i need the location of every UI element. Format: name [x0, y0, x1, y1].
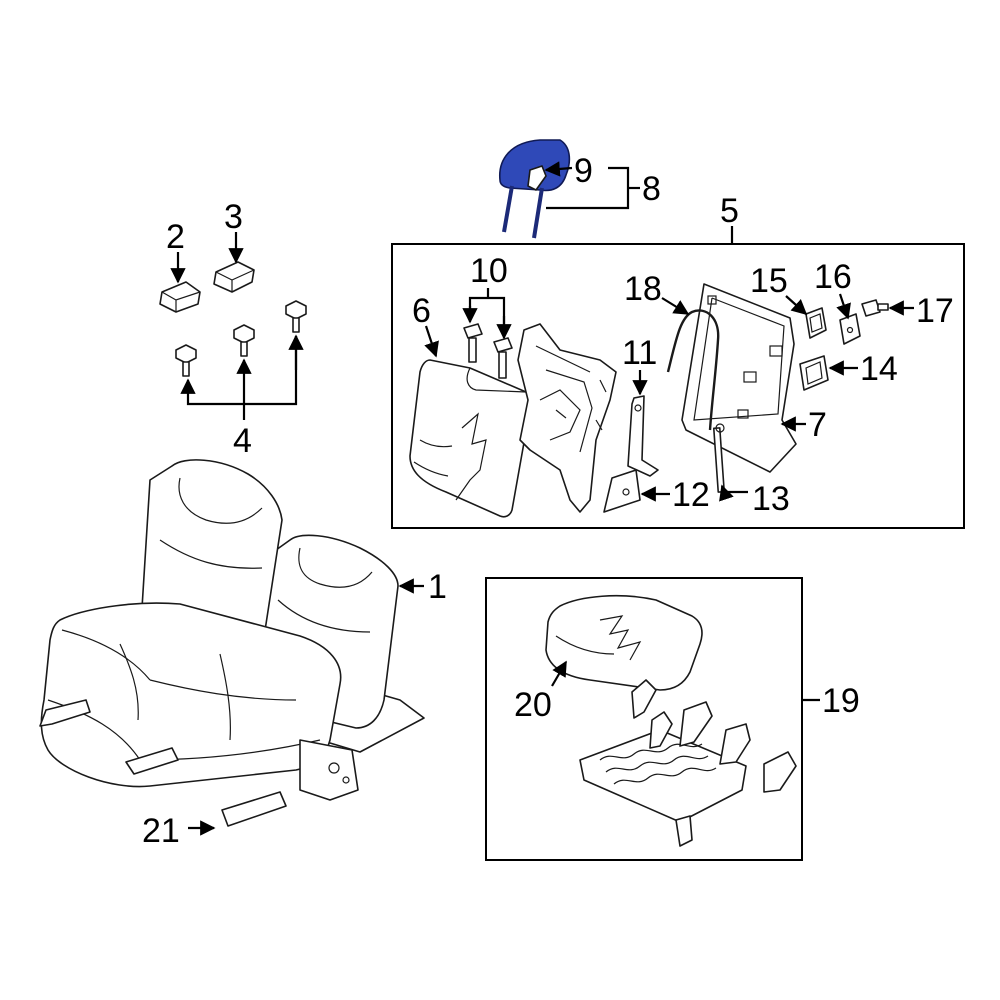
cushion-cover-20: [545, 594, 703, 691]
callout-9: 9: [574, 152, 593, 190]
callout-19: 19: [822, 682, 860, 720]
leader-18: [661, 297, 690, 315]
cushion-bracket-c: [679, 701, 713, 747]
headrest-pad: [499, 139, 571, 192]
callout-8: 8: [642, 170, 661, 208]
callout-5: 5: [720, 192, 739, 230]
callout-11: 11: [622, 334, 657, 372]
callout-16: 16: [814, 258, 852, 296]
seat-back-cover-6: [409, 359, 531, 518]
callout-17: 17: [916, 292, 954, 330]
cushion-bracket-e: [763, 751, 797, 793]
release-handle-14: [799, 355, 829, 391]
headrest-post-right: [532, 187, 544, 239]
leader-15: [785, 295, 808, 316]
callout-12: 12: [672, 476, 710, 514]
callout-21: 21: [142, 812, 180, 850]
bracket-16: [839, 313, 861, 345]
callout-13: 13: [752, 480, 790, 518]
bracket-15: [805, 307, 827, 339]
callout-10: 10: [470, 252, 508, 290]
callout-15: 15: [750, 262, 788, 300]
cover-cap-2: [159, 281, 201, 313]
callout-1: 1: [428, 568, 447, 606]
back-panel-7: [681, 283, 797, 473]
bolt-4a: [175, 344, 197, 377]
headrest-guide-10a: [463, 323, 483, 363]
callout-4: 4: [233, 422, 252, 460]
leader-6: [424, 325, 439, 358]
leader-20: [551, 660, 567, 687]
release-cable-18: [666, 309, 720, 431]
cushion-bracket-d: [719, 723, 751, 765]
cover-cap-3: [213, 261, 255, 293]
cushion-bracket-b: [649, 711, 673, 749]
callout-7: 7: [808, 406, 827, 444]
wedge-12: [603, 469, 641, 513]
seat-back-frame: [517, 323, 617, 513]
callout-20: 20: [514, 686, 552, 724]
headrest-assembly: [499, 139, 571, 239]
cushion-frame: [579, 729, 747, 847]
callout-2: 2: [166, 218, 185, 256]
headrest-latch: [527, 165, 547, 191]
callout-6: 6: [412, 292, 431, 330]
headrest-guide-10b: [493, 337, 513, 379]
bolt-4c: [285, 300, 307, 333]
cushion-bracket-a: [631, 679, 657, 719]
screw-17: [861, 299, 889, 317]
leader-9: [544, 161, 573, 177]
headrest-post-left: [502, 185, 514, 233]
bolt-4b: [233, 324, 255, 357]
leader-16: [836, 293, 851, 320]
callout-3: 3: [224, 198, 243, 236]
group-box-5: [391, 243, 965, 529]
leader-13: [719, 484, 748, 502]
group-box-19: [485, 577, 803, 861]
callout-18: 18: [624, 270, 662, 308]
callout-14: 14: [860, 350, 898, 388]
rear-seat-assembly-1: [39, 459, 425, 827]
support-rod-11: [627, 395, 659, 477]
